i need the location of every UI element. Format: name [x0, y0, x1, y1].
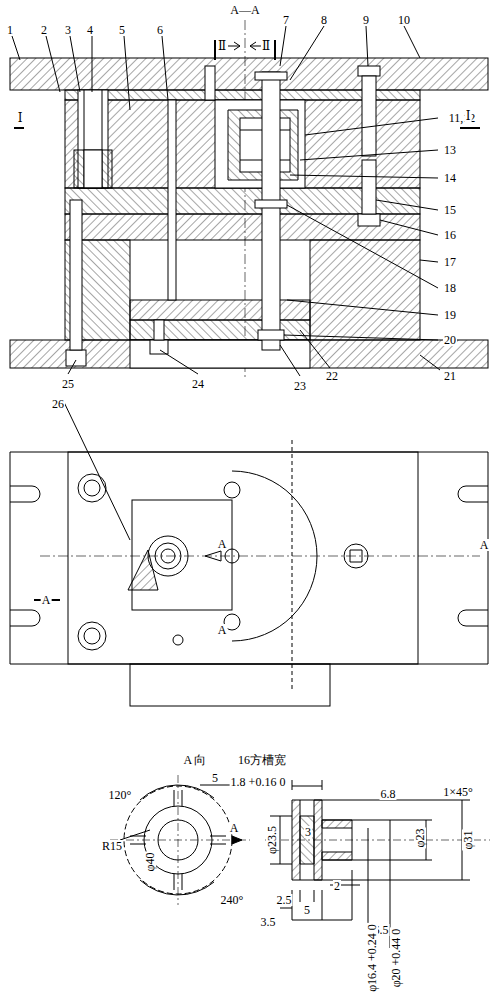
dimension-text: A — [217, 624, 228, 636]
dimension-text: 2.5 — [276, 894, 293, 906]
dimension-text: 1.8 +0.16 0 — [230, 776, 287, 788]
callout-number: 9 — [362, 14, 370, 26]
callout-number: 15 — [443, 204, 457, 216]
callout-number: 11,12 — [448, 112, 477, 124]
dimension-text: A — [41, 594, 52, 606]
callout-number: 8 — [320, 14, 328, 26]
dimension-text: Ⅰ — [465, 110, 472, 122]
dimension-text: φ23 — [414, 828, 426, 849]
callout-number: 5 — [303, 904, 311, 916]
callout-number: 14 — [443, 172, 457, 184]
callout-number: 6 — [156, 24, 164, 36]
callout-number: 18 — [443, 282, 457, 294]
dimension-text: 3.5 — [260, 916, 277, 928]
dimension-text: 16方槽宽 — [237, 754, 287, 766]
callout-number: 4 — [86, 24, 94, 36]
callout-number: 22 — [325, 370, 339, 382]
dimension-text: Ⅰ — [17, 112, 24, 124]
dimension-text: 240° — [220, 894, 245, 906]
callout-number: 1 — [6, 24, 14, 36]
callout-number: 17 — [443, 256, 457, 268]
callout-number: 25 — [61, 378, 75, 390]
callout-number: 5 — [211, 772, 219, 784]
dimension-text: A—A — [229, 4, 260, 16]
dimension-text: R15 — [101, 840, 123, 852]
callout-number: 24 — [191, 378, 205, 390]
callout-number: 20 — [443, 334, 457, 346]
dimension-text: A — [479, 539, 490, 551]
callout-number: 23 — [293, 380, 307, 392]
dimension-text: 6.8 — [380, 788, 397, 800]
callout-number: 7 — [282, 14, 290, 26]
dimension-text: φ23.5 — [266, 825, 278, 855]
dimension-text: φ16.4 +0.24 0 — [366, 923, 378, 993]
dimension-text: φ40 — [144, 852, 156, 873]
callout-number: 2 — [40, 24, 48, 36]
dimension-text: A 向 — [182, 754, 207, 766]
dimension-text: φ31 — [462, 830, 474, 851]
callout-number: 3 — [64, 24, 72, 36]
callout-number: 5 — [118, 24, 126, 36]
callout-number: 10 — [397, 14, 411, 26]
dimension-text: Ⅱ — [217, 40, 227, 52]
dimension-text: φ20 +0.44 0 — [390, 928, 402, 989]
callout-number: 2 — [333, 880, 341, 892]
dimension-text: Ⅱ — [261, 40, 271, 52]
callout-number: 13 — [443, 144, 457, 156]
dimension-text: 1×45° — [442, 786, 474, 798]
callout-number: 26 — [51, 398, 65, 410]
dimension-text: A — [217, 538, 228, 550]
callout-number: 19 — [443, 309, 457, 321]
dimension-text: 120° — [108, 789, 133, 801]
callout-number: 21 — [443, 370, 457, 382]
dimension-text: A — [229, 822, 240, 834]
callout-number: 16 — [443, 229, 457, 241]
callout-number: 3 — [304, 826, 312, 838]
